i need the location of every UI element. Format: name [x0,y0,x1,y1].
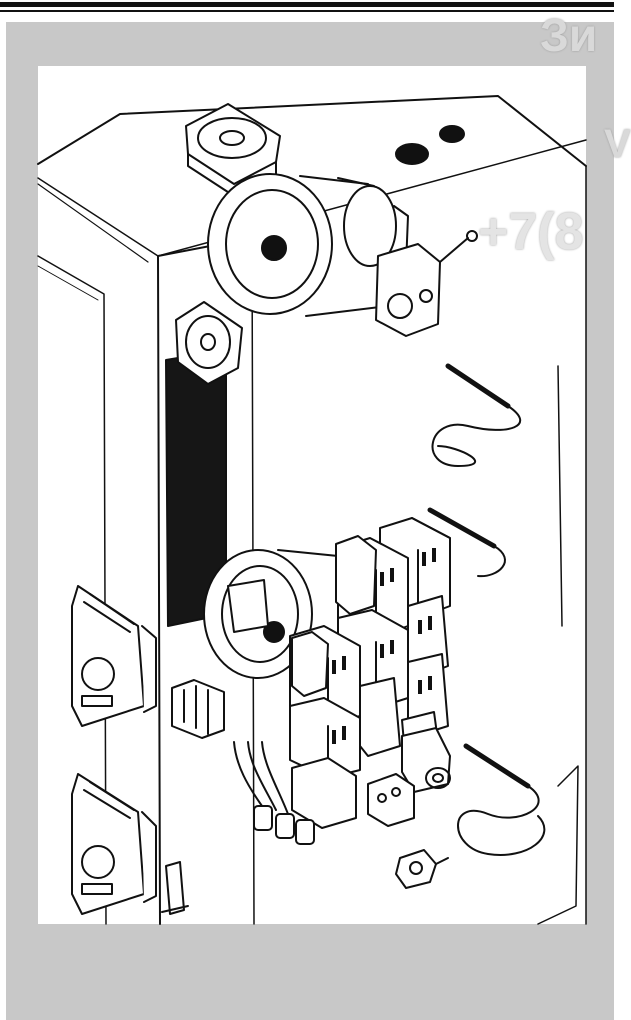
relay-modules [291,535,377,697]
top-rule-thick [0,2,614,7]
solenoid-valve [395,849,449,889]
contactor-terminals [332,548,436,744]
control-board-lower [71,773,157,915]
control-board-upper [71,585,157,727]
blower-wheel-bottom [203,549,359,679]
door-switch [161,861,189,915]
terminal-block-left [171,679,225,739]
exploded-parts-diagram [37,66,587,925]
temperature-probe-3 [457,743,546,856]
watermark-text-1: Зи [540,9,598,61]
power-block [291,727,451,829]
cooling-fan-top [185,103,281,197]
terminal-block-bottom [367,773,415,827]
top-holes [395,125,465,165]
cooling-fan-middle [175,301,243,385]
blower-wheel-top [207,173,409,317]
ferrite-ring [425,767,451,789]
temperature-probe-1 [431,363,522,467]
watermark-text-3: +7(8 [478,203,584,261]
motor-housing [375,230,478,337]
temperature-probe-2 [427,507,506,578]
wire-harness [233,741,315,845]
top-rule-thin [0,10,614,12]
watermark-text-2: V [604,122,631,166]
